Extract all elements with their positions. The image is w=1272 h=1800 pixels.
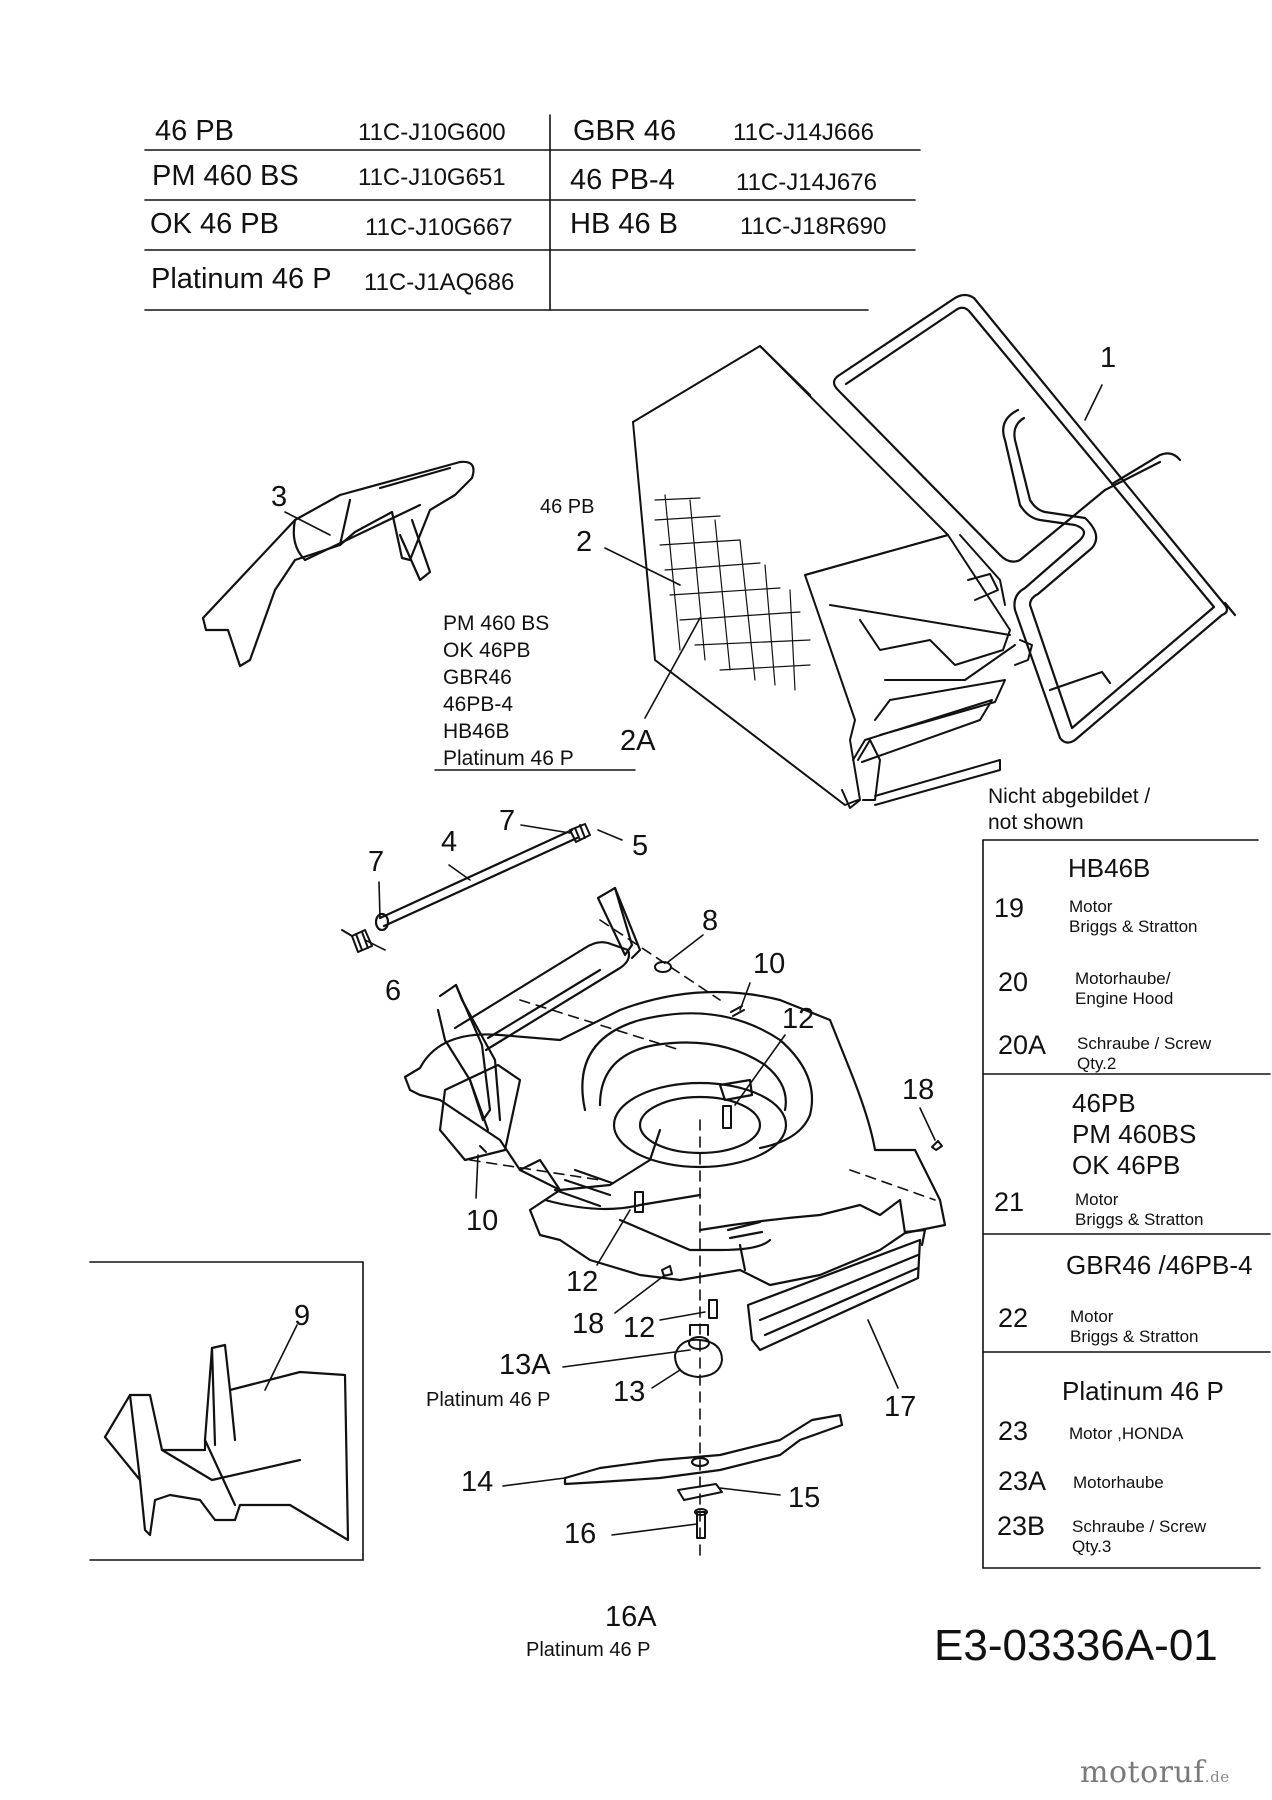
model-code: 11C-J10G667 (365, 214, 513, 241)
document-id: E3-03336A-01 (934, 1621, 1218, 1670)
callout-16: 16 (564, 1518, 597, 1550)
motoruf-logo[interactable]: motoruf.de (1080, 1758, 1230, 1788)
part-13-blade-adapter (674, 1324, 723, 1378)
item-number: 23 (998, 1416, 1029, 1446)
item-number: 21 (994, 1187, 1025, 1217)
callout-17: 17 (884, 1391, 917, 1423)
callout-13: 13 (613, 1376, 646, 1408)
part-16-blade-bolt (694, 1508, 708, 1539)
not-shown-heading: Nicht abgebildet / not shown (988, 785, 1151, 834)
callout-15: 15 (788, 1482, 821, 1514)
model-code: 11C-J18R690 (740, 213, 887, 240)
section-heading: HB46B (1068, 853, 1151, 883)
callout-12: 12 (623, 1312, 656, 1344)
item-description: Motor ,HONDA (1069, 1424, 1184, 1443)
models-table-lines (144, 114, 921, 311)
platinum-note-16A: Platinum 46 P (526, 1639, 651, 1661)
item-number: 23A (998, 1466, 1047, 1496)
callout-2: 2 (576, 526, 593, 558)
callout-3: 3 (271, 481, 288, 513)
model-name: OK 46 PB (150, 208, 279, 240)
item-number: 19 (994, 893, 1025, 923)
callout-10: 10 (466, 1205, 499, 1237)
callout-16A: 16A (605, 1601, 657, 1633)
callout-7: 7 (499, 805, 516, 837)
item-number: 20 (998, 967, 1029, 997)
part-14-blade (563, 1413, 844, 1486)
callout-10: 10 (753, 948, 786, 980)
item-description: Motorhaube/ Engine Hood (1075, 969, 1174, 1009)
part-5-spring (569, 823, 591, 843)
item-number: 20A (998, 1030, 1047, 1060)
callout-5: 5 (632, 830, 649, 862)
callout-8: 8 (702, 905, 719, 937)
grass-bag-mesh (654, 494, 811, 691)
model-code: 11C-J14J676 (736, 169, 877, 196)
callout-12: 12 (566, 1266, 599, 1298)
part-2-grass-bag (632, 345, 1033, 809)
callout-13A: 13A (499, 1349, 551, 1381)
callout-2A: 2A (620, 725, 656, 757)
part-9-mulch-plug (103, 1343, 350, 1542)
item-description: Schraube / Screw Qty.2 (1077, 1034, 1212, 1074)
item-description: Motorhaube (1073, 1473, 1164, 1492)
section-heading: Platinum 46 P (1062, 1376, 1224, 1406)
callout-7: 7 (368, 846, 385, 878)
part-17-front-skirt (746, 1228, 927, 1352)
model-name: Platinum 46 P (151, 263, 332, 295)
not-shown-table-lines (982, 839, 1271, 1569)
model-code: 11C-J10G651 (358, 164, 506, 191)
platinum-note-13A: Platinum 46 P (426, 1389, 551, 1411)
item-description: Motor Briggs & Stratton (1075, 1190, 1204, 1230)
model-name: GBR 46 (573, 115, 677, 147)
part-15-washer (677, 1483, 723, 1501)
model-name: PM 460 BS (152, 160, 299, 192)
item-description: Schraube / Screw Qty.3 (1072, 1517, 1207, 1557)
model-name: 46 PB (155, 115, 234, 147)
bag-model-label: 46 PB (540, 496, 595, 518)
model-name: HB 46 B (570, 208, 678, 240)
callout-18: 18 (902, 1074, 935, 1106)
part-3-rear-deflector (201, 460, 475, 668)
item-number: 22 (998, 1303, 1029, 1333)
bag-model-list: PM 460 BS OK 46PB GBR46 46PB-4 HB46B Pla… (443, 612, 574, 770)
part-8-plug (654, 961, 672, 973)
callout-1: 1 (1100, 342, 1117, 374)
part-1-grass-bag-frame (832, 293, 1237, 744)
logo-tld: .de (1204, 1768, 1230, 1786)
model-code: 11C-J10G600 (358, 119, 506, 146)
model-name: 46 PB-4 (570, 164, 675, 196)
logo-name: motoruf (1080, 1755, 1205, 1790)
section-heading: GBR46 /46PB-4 (1066, 1250, 1253, 1280)
callout-4: 4 (441, 826, 458, 858)
callout-12: 12 (782, 1003, 815, 1035)
item-number: 23B (997, 1511, 1046, 1541)
item-description: Motor Briggs & Stratton (1069, 897, 1198, 937)
item-description: Motor Briggs & Stratton (1070, 1307, 1199, 1347)
callout-18: 18 (572, 1308, 605, 1340)
part-6-spring (341, 929, 373, 953)
model-code: 11C-J1AQ686 (364, 269, 515, 296)
section-heading: 46PB PM 460BS OK 46PB (1072, 1088, 1197, 1180)
callout-9: 9 (294, 1300, 311, 1332)
screws (479, 1005, 943, 1319)
callout-6: 6 (385, 975, 402, 1007)
part-4-rear-axle (374, 828, 579, 932)
part-9-inset-frame (89, 1261, 364, 1561)
leader-lines (264, 384, 1103, 1536)
callout-14: 14 (461, 1466, 494, 1498)
model-code: 11C-J14J666 (733, 119, 874, 146)
